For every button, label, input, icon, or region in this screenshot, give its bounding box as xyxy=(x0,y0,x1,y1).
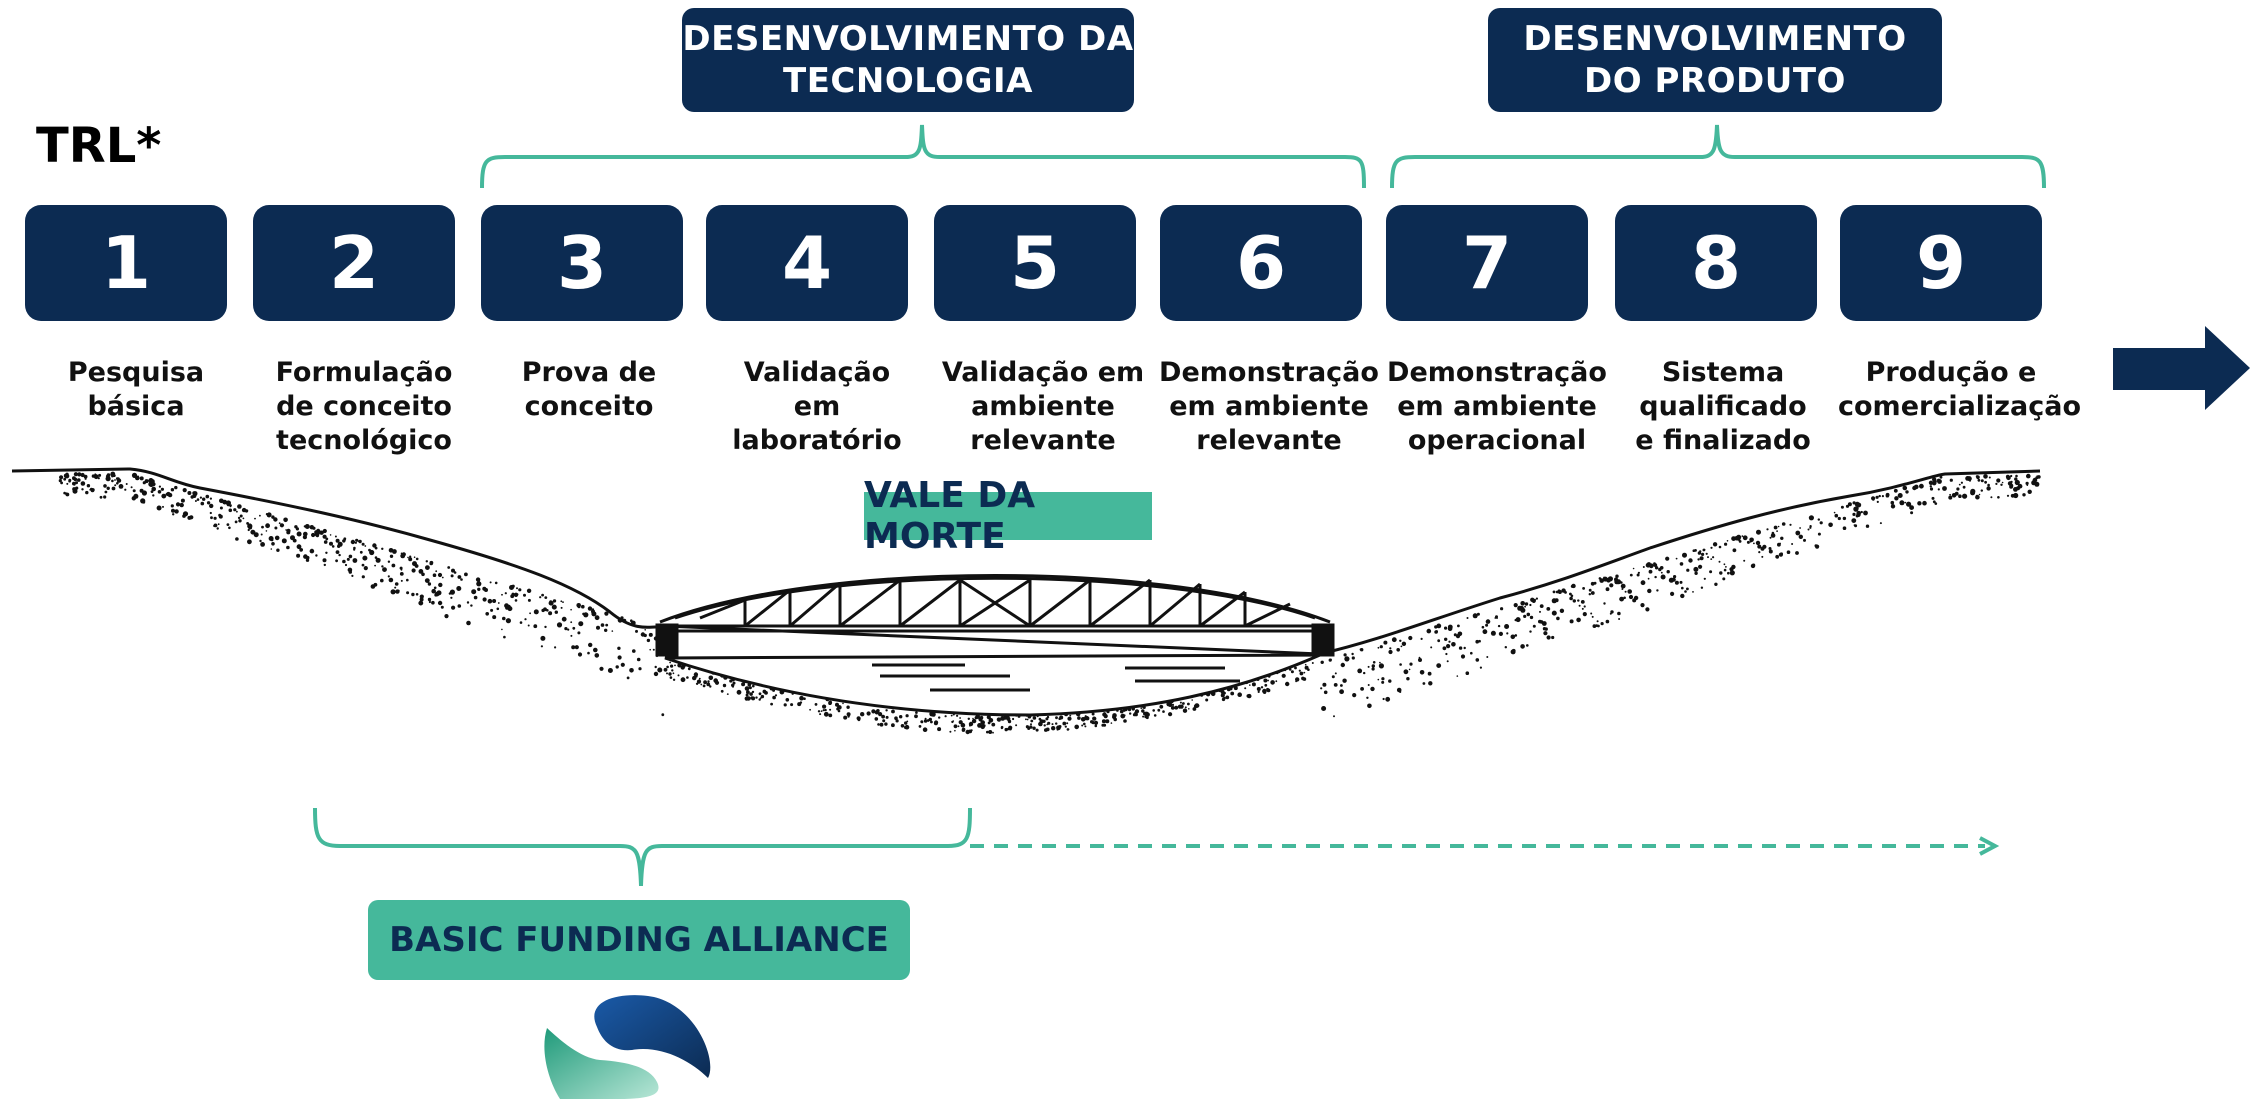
trl-caption-1: Pesquisa básica xyxy=(67,357,205,422)
trl-step-7: 7 xyxy=(1386,205,1588,321)
trl-step-8: 8 xyxy=(1615,205,1817,321)
trl-caption-9: Produção e comercialização xyxy=(1838,357,2082,422)
trl-step-5: 5 xyxy=(934,205,1136,321)
bracket-technology xyxy=(480,124,1366,189)
phase-header-product: DESENVOLVIMENTO DO PRODUTO xyxy=(1488,8,1942,112)
trl-caption-4: Validação em laboratório xyxy=(732,357,902,456)
trl-step-9: 9 xyxy=(1840,205,2042,321)
trl-step-6: 6 xyxy=(1160,205,1362,321)
trl-step-1: 1 xyxy=(25,205,227,321)
water-lines xyxy=(872,663,1240,692)
bracket-product xyxy=(1390,124,2046,189)
right-arrow-icon xyxy=(2113,326,2250,410)
valley-label: VALE DA MORTE xyxy=(864,475,1152,557)
bridge-illustration xyxy=(655,574,1335,657)
funding-label: BASIC FUNDING ALLIANCE xyxy=(368,900,910,980)
trl-step-3: 3 xyxy=(481,205,683,321)
river xyxy=(664,653,1321,717)
dashed-arrowhead xyxy=(1979,836,2000,856)
trl-caption-8: Sistema qualificado e finalizado xyxy=(1635,357,1811,456)
trl-step-2: 2 xyxy=(253,205,455,321)
trl-caption-5: Validação em ambiente relevante xyxy=(941,357,1145,456)
valley-stipple xyxy=(58,471,2041,735)
alliance-logo xyxy=(544,995,711,1099)
trl-caption-6: Demonstração em ambiente relevante xyxy=(1159,357,1379,456)
phase-header-technology: DESENVOLVIMENTO DA TECNOLOGIA xyxy=(682,8,1134,112)
trl-step-4: 4 xyxy=(706,205,908,321)
trl-label: TRL* xyxy=(36,118,162,174)
trl-caption-7: Demonstração em ambiente operacional xyxy=(1387,357,1607,456)
trl-caption-3: Prova de conceito xyxy=(521,357,657,422)
bracket-funding xyxy=(313,807,972,887)
trl-caption-2: Formulação de conceito tecnológico xyxy=(275,357,453,456)
